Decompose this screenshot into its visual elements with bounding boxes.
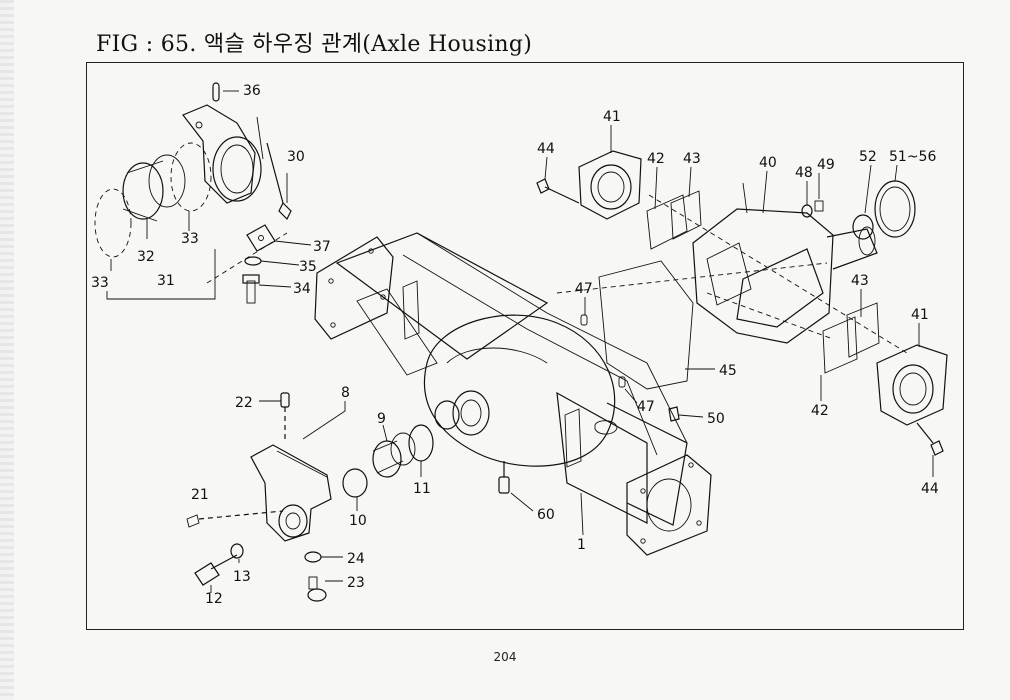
callout-52: 52	[859, 149, 877, 165]
snap-ring-11	[408, 424, 434, 462]
callout-51-56: 51~56	[889, 149, 936, 165]
cover-41-top	[578, 150, 642, 220]
callout-44-top: 44	[537, 141, 555, 157]
callout-47-upper: 47	[575, 281, 593, 297]
callout-44-bottom: 44	[921, 481, 939, 497]
gasket-43-top	[670, 190, 702, 240]
plug-23	[307, 576, 327, 602]
gasket-42-bottom	[822, 316, 858, 374]
gasket-42-top	[646, 194, 688, 250]
callout-24: 24	[347, 551, 365, 567]
callout-10: 10	[349, 513, 367, 529]
callout-45: 45	[719, 363, 737, 379]
callout-22: 22	[235, 395, 253, 411]
shim-ring-33-inner	[170, 142, 212, 212]
bolt-44-top	[536, 178, 580, 204]
callout-21: 21	[191, 487, 209, 503]
gear-case-40	[692, 208, 878, 344]
cover-41-bottom	[876, 344, 948, 426]
callout-9: 9	[377, 411, 386, 427]
pin-47-upper	[580, 314, 588, 326]
callout-48: 48	[795, 165, 813, 181]
fitting-60	[498, 461, 510, 494]
bolt-30	[266, 142, 292, 221]
center-lines	[206, 194, 908, 354]
callout-35: 35	[299, 259, 317, 275]
callout-43-top: 43	[683, 151, 701, 167]
shim-ring-33-outer	[94, 188, 132, 258]
pin-47-lower	[618, 376, 626, 388]
bolt-44-bottom	[916, 422, 944, 456]
callout-13: 13	[233, 569, 251, 585]
pin-36	[212, 82, 220, 102]
callout-11: 11	[413, 481, 431, 497]
callout-32: 32	[137, 249, 155, 265]
callout-42-bottom: 42	[811, 403, 829, 419]
seal-51-56	[874, 180, 916, 238]
callout-8: 8	[341, 385, 350, 401]
washer-48	[801, 204, 813, 218]
bolt-12	[194, 554, 238, 586]
nut-49	[814, 200, 824, 212]
callout-36: 36	[243, 83, 261, 99]
callout-40: 40	[759, 155, 777, 171]
gasket-43-bottom	[846, 302, 880, 358]
callout-42-top: 42	[647, 151, 665, 167]
callout-49: 49	[817, 157, 835, 173]
leader-lines	[106, 90, 934, 593]
scan-edge	[0, 0, 14, 700]
callout-labels: 36 30 33 32 33 31 37 35 34 22 8 9 10 11 …	[91, 83, 939, 607]
pivot-bracket-lower	[250, 444, 332, 542]
callout-47-lower: 47	[637, 399, 655, 415]
figure-title: FIG : 65. 액슬 하우징 관계(Axle Housing)	[96, 32, 533, 57]
plug-50	[668, 406, 680, 422]
callout-41-top: 41	[603, 109, 621, 125]
pin-22	[280, 392, 290, 443]
callout-23: 23	[347, 575, 365, 591]
callout-1: 1	[577, 537, 586, 553]
callout-50: 50	[707, 411, 725, 427]
callout-37: 37	[313, 239, 331, 255]
callout-34: 34	[293, 281, 311, 297]
callout-60: 60	[537, 507, 555, 523]
washer-24	[304, 551, 322, 563]
plate-37	[246, 224, 276, 252]
callout-12: 12	[205, 591, 223, 607]
diagram-frame: 36 30 33 32 33 31 37 35 34 22 8 9 10 11 …	[86, 62, 964, 630]
callout-31: 31	[157, 273, 175, 289]
callout-33-left: 33	[91, 275, 109, 291]
callout-30: 30	[287, 149, 305, 165]
exploded-view-diagram: 36 30 33 32 33 31 37 35 34 22 8 9 10 11 …	[91, 82, 948, 607]
pivot-bracket-upper	[182, 104, 262, 204]
washer-13	[230, 543, 244, 559]
bushing-32	[122, 154, 186, 222]
callout-43-bottom: 43	[851, 273, 869, 289]
seal-10	[342, 468, 368, 498]
bolt-34	[242, 274, 260, 304]
page-number: 204	[493, 650, 517, 664]
oring-52	[852, 214, 874, 240]
axle-housing-body	[314, 232, 712, 556]
callout-41-bottom: 41	[911, 307, 929, 323]
callout-33-right: 33	[181, 231, 199, 247]
gasket-45	[598, 260, 694, 390]
grease-fitting-21	[186, 510, 284, 528]
